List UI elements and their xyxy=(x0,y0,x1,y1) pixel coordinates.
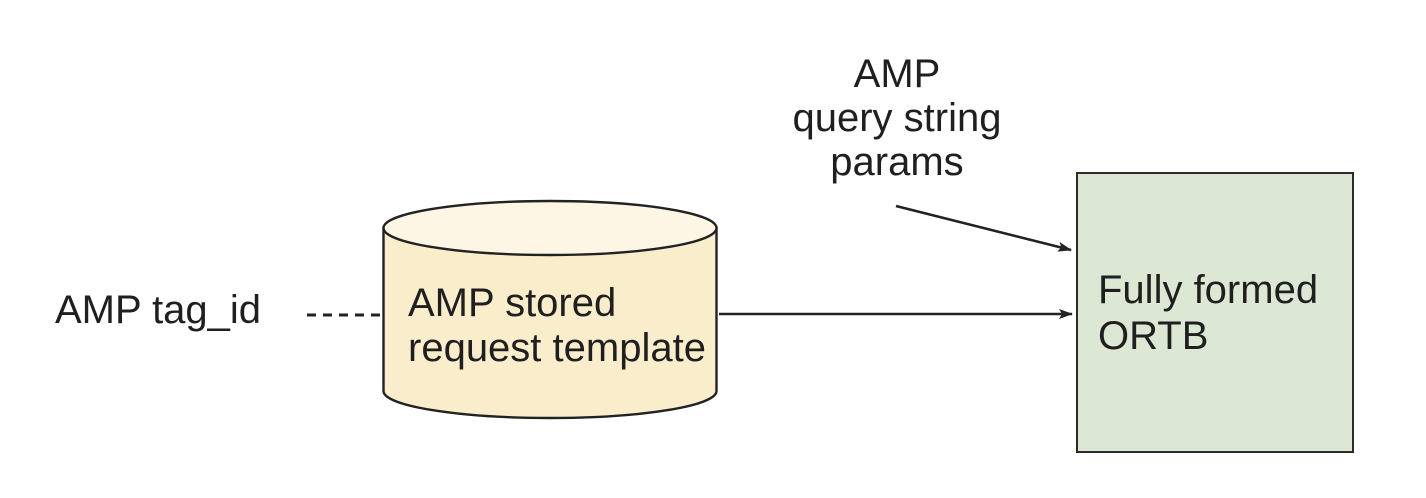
node-fully-formed-ortb: Fully formed ORTB xyxy=(1076,172,1354,453)
node-label-line: AMP stored xyxy=(408,281,617,325)
node-label: AMP stored request template xyxy=(408,281,706,371)
node-label-line: Fully formed xyxy=(1098,267,1319,312)
database-cylinder-shape xyxy=(382,199,718,420)
label-amp-query-string-params: AMP query string params xyxy=(747,52,1047,184)
label-line: params xyxy=(830,140,964,184)
node-label-line: ORTB xyxy=(1098,313,1209,358)
node-label-line: request template xyxy=(408,326,706,370)
label-line: AMP xyxy=(853,52,941,96)
node-label: Fully formed ORTB xyxy=(1098,267,1352,359)
connector-query-params-to-ortb xyxy=(895,204,1072,252)
label-line: query string xyxy=(792,96,1002,140)
node-amp-stored-request-template: AMP stored request template xyxy=(382,199,718,420)
label-amp-tag-id: AMP tag_id xyxy=(55,288,262,332)
